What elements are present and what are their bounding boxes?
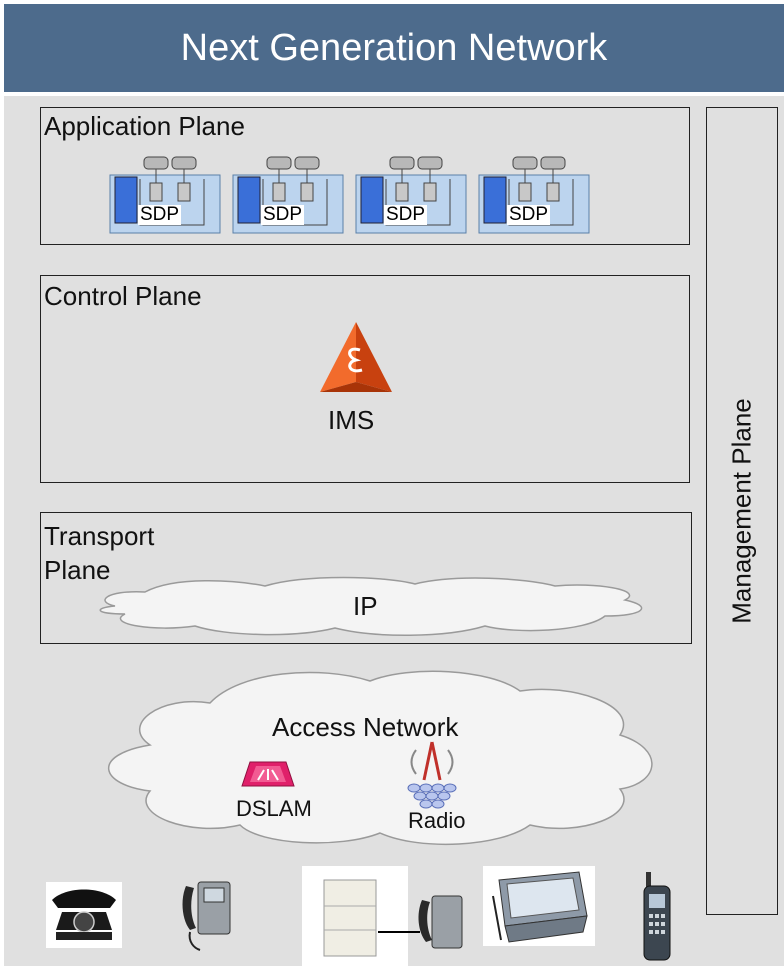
desk-phone-icon [178,876,240,956]
sdp-node-3: SDP [355,155,467,235]
mobile-phone-icon [640,872,674,962]
control-plane [40,275,690,483]
sdp-label: SDP [261,204,305,225]
access-network-label: Access Network [272,712,459,742]
dslam-icon [241,761,295,787]
pda-icon [483,866,595,946]
pbx-with-phone-icon [302,866,472,966]
ims-pyramid-icon [320,322,392,392]
sdp-label: SDP [507,204,551,225]
radio-label: Radio [408,808,466,833]
sdp-node-1: SDP [109,155,221,235]
access-network-cloud-icon [108,670,653,846]
ip-cloud-icon [99,576,643,637]
application-plane-label: Application Plane [44,111,245,141]
sdp-node-2: SDP [232,155,344,235]
ip-label: IP [353,591,378,621]
control-plane-label: Control Plane [44,281,202,311]
ims-label: IMS [328,405,375,435]
transport-plane-label-line2: Plane [44,555,111,585]
server-rack-icon [355,156,467,234]
dslam-label: DSLAM [236,796,312,821]
management-plane: Management Plane [706,107,778,915]
sdp-label: SDP [384,204,428,225]
management-plane-label: Management Plane [726,398,757,624]
sdp-label: SDP [138,204,182,225]
radio-tower-icon [407,741,457,809]
application-plane [40,107,690,245]
rotary-phone-icon [46,882,122,948]
transport-plane [40,512,692,644]
transport-plane-label-line1: Transport [44,521,155,551]
sdp-node-4: SDP [478,155,590,235]
diagram-title: Next Generation Network [4,4,784,92]
